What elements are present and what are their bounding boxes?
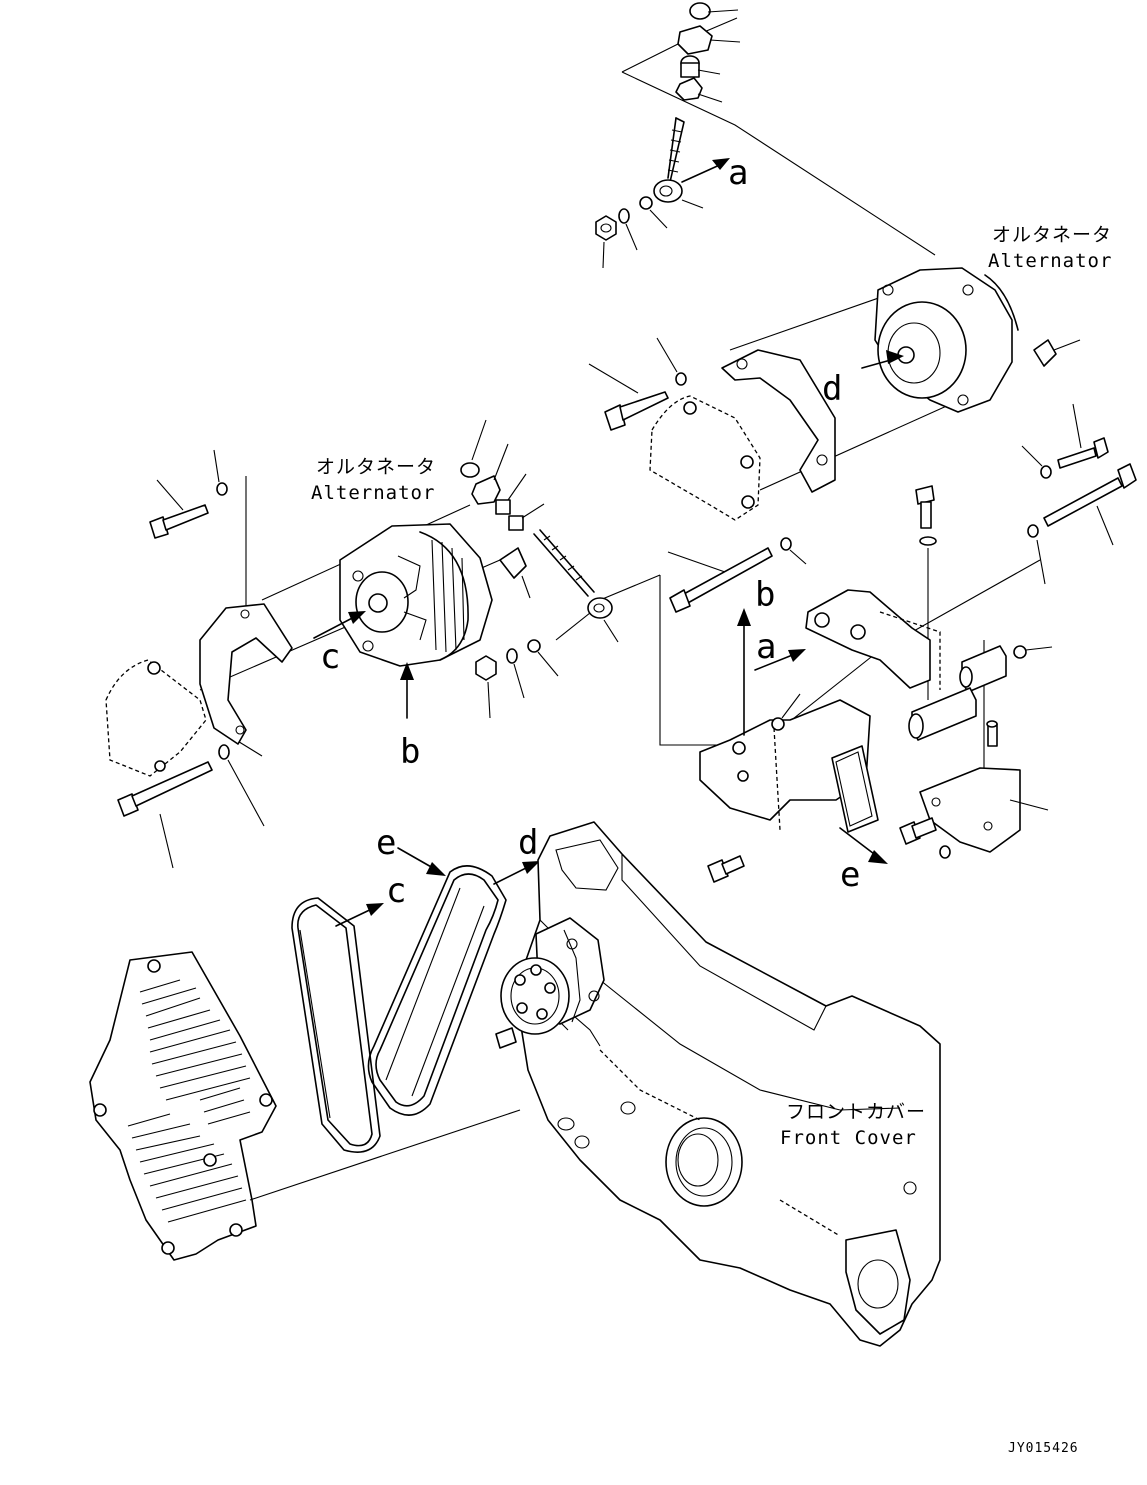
callout-d-alternator: d xyxy=(822,369,843,409)
callout-c-alternator: c xyxy=(320,637,341,677)
front-cover-jp-label: フロントカバー xyxy=(786,1101,927,1123)
front-cover-en-label: Front Cover xyxy=(780,1127,917,1149)
callout-a-bracket: a xyxy=(756,627,777,667)
drawing-code: JY015426 xyxy=(1008,1441,1079,1456)
callout-d-belt: d xyxy=(518,823,539,863)
callout-c-belt: c xyxy=(386,871,407,911)
front-cover xyxy=(495,821,941,1347)
belt-guard xyxy=(89,951,521,1261)
left-bolts xyxy=(117,449,265,869)
alternator-left-en-label: Alternator xyxy=(311,482,436,504)
callout-e-bracket: e xyxy=(840,855,861,895)
alternator-left-jp-label: オルタネータ xyxy=(316,456,437,478)
alternator-top-jp-label: オルタネータ xyxy=(992,224,1113,246)
alternator-top-en-label: Alternator xyxy=(988,250,1113,272)
left-hardware xyxy=(460,419,619,719)
callout-a-top: a xyxy=(728,153,749,193)
left-alternator-assembly xyxy=(105,476,661,777)
callout-b-bracket: b xyxy=(755,575,776,615)
top-hardware-stack xyxy=(621,2,936,256)
top-link-rod xyxy=(653,117,730,209)
callout-e-belt: e xyxy=(376,823,397,863)
right-bracket-assembly xyxy=(659,559,1049,883)
right-alternator-assembly xyxy=(649,267,1081,521)
top-nut-washer-spacer xyxy=(595,196,668,269)
right-bolts xyxy=(588,337,1137,790)
callout-b-alternator: b xyxy=(400,732,421,772)
fan-belts xyxy=(291,847,540,1153)
